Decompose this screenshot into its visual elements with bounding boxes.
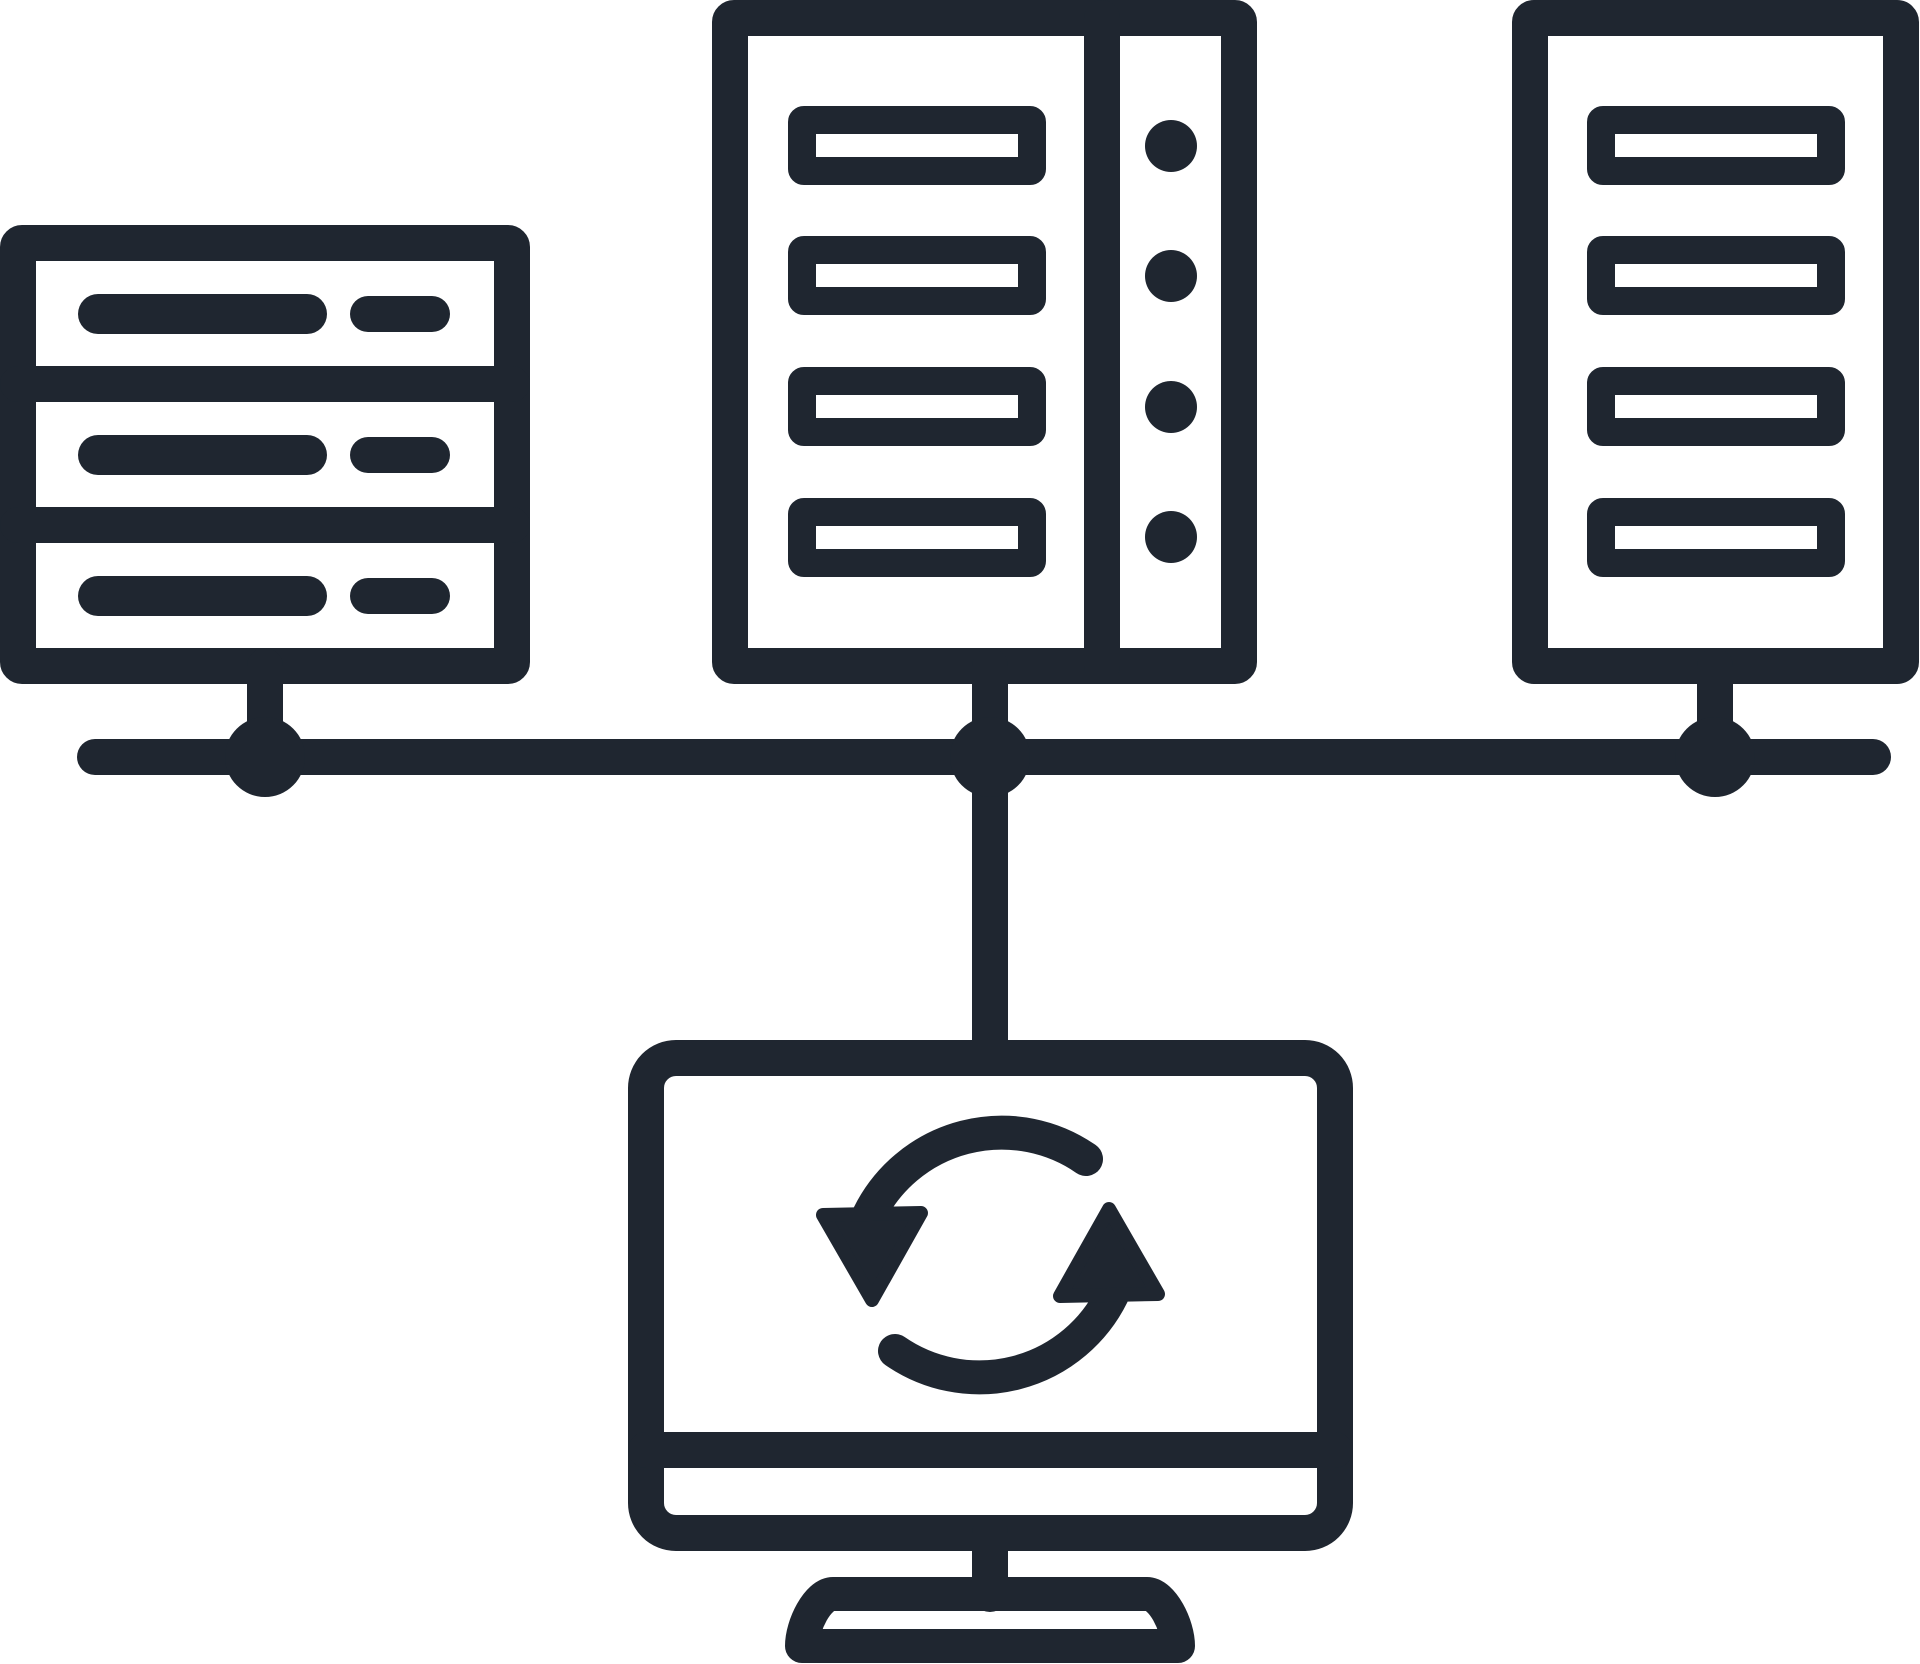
sync-arrows-icon — [816, 1115, 1165, 1395]
tower-server-icon — [1512, 0, 1919, 684]
desktop-monitor-icon — [628, 1040, 1353, 1663]
tower-server-icon — [712, 0, 1257, 684]
network-bus-icon — [77, 648, 1891, 1076]
rack-server-icon — [0, 225, 530, 684]
